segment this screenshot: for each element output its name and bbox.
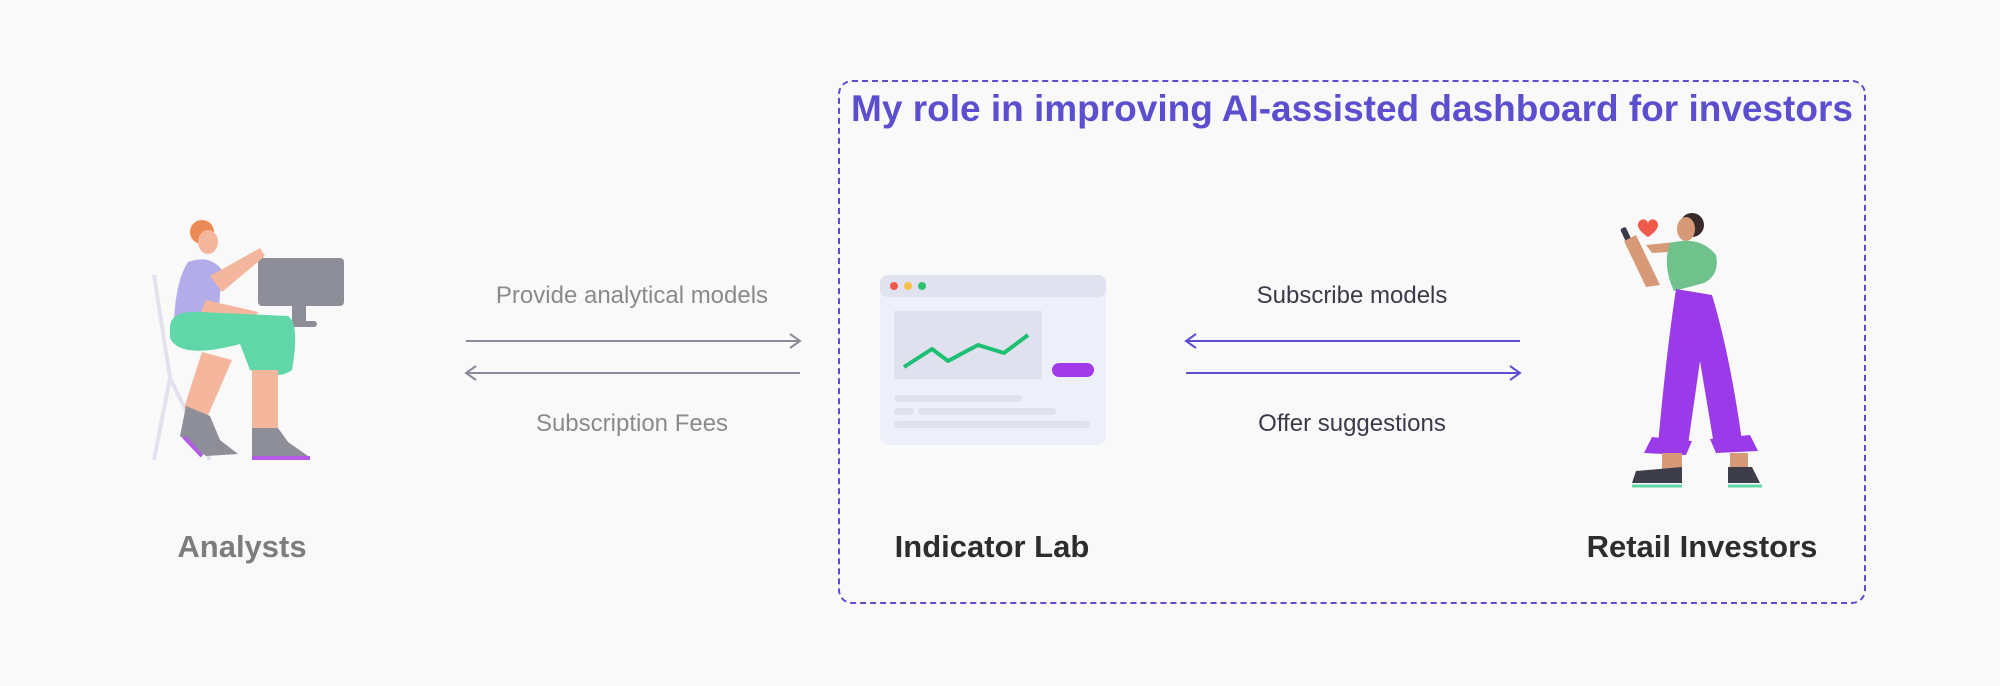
diagram-title: My role in improving AI-assisted dashboa… [851, 88, 1853, 129]
heart-icon [1638, 219, 1658, 237]
flow-label-offer: Offer suggestions [1258, 410, 1446, 437]
window-maximize-dot [918, 282, 926, 290]
window-close-dot [890, 282, 898, 290]
entity-label-retail-investors: Retail Investors [1586, 529, 1818, 564]
arrowhead-right-icon [789, 333, 802, 349]
arrowhead-right-icon [1509, 365, 1522, 381]
flow-label-subscribe: Subscribe models [1256, 282, 1448, 309]
entity-label-indicator-lab: Indicator Lab [894, 529, 1090, 564]
dashboard-illustration [880, 275, 1106, 445]
dashboard-button [1052, 363, 1094, 377]
arrowhead-left-icon [1184, 333, 1197, 349]
arrowhead-left-icon [464, 365, 477, 381]
entity-label-analysts: Analysts [177, 529, 307, 564]
chart-line [902, 333, 1030, 369]
analyst-illustration [152, 220, 344, 461]
role-boundary-box [838, 80, 1866, 604]
window-minimize-dot [904, 282, 912, 290]
flow-label-provide: Provide analytical models [495, 282, 769, 309]
investor-illustration [1620, 213, 1762, 488]
flow-label-fees: Subscription Fees [535, 410, 729, 437]
